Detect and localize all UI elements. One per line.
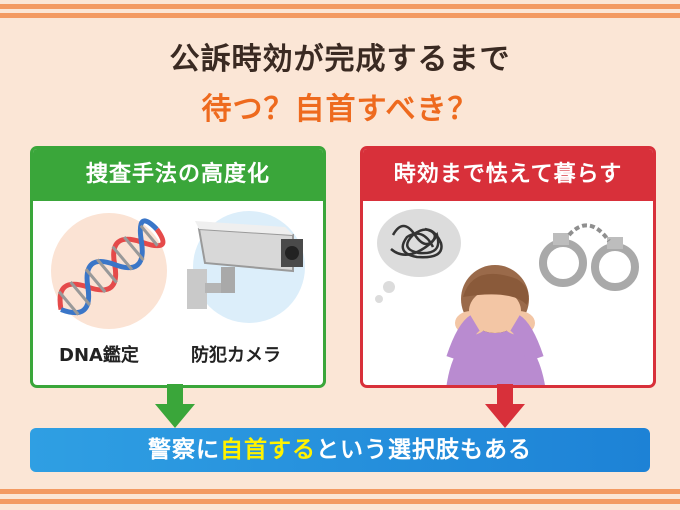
security-camera-icon (187, 211, 305, 323)
tangled-thought-icon (375, 209, 461, 303)
left-panel-title: 捜査手法の高度化 (33, 149, 323, 201)
main-title: 公訴時効が完成するまで (169, 42, 511, 77)
green-down-arrow-icon (155, 384, 195, 428)
sub-title: 待つ？自首すべき？ (201, 92, 479, 127)
handcuffs-icon (539, 223, 639, 291)
banner-prefix: 警察に (148, 437, 220, 463)
left-panel: 捜査手法の高度化 DNA鑑定 (30, 146, 326, 388)
bottom-stripe-2 (0, 499, 680, 504)
worried-person-icon (446, 265, 545, 385)
camera-label: 防犯カメラ (191, 345, 281, 366)
banner-suffix: という選択肢もある (316, 437, 532, 463)
top-stripe (0, 4, 680, 9)
banner-highlight: 自首する (220, 437, 316, 463)
right-panel: 時効まで怯えて暮らす (360, 146, 656, 388)
right-panel-title: 時効まで怯えて暮らす (363, 149, 653, 201)
top-stripe-2 (0, 13, 680, 18)
conclusion-banner: 警察に自首するという選択肢もある (30, 428, 650, 472)
left-panel-body: DNA鑑定 防犯カメラ (33, 201, 323, 385)
bottom-stripe (0, 489, 680, 494)
dna-label: DNA鑑定 (59, 345, 139, 366)
red-down-arrow-icon (485, 384, 525, 428)
dna-icon (51, 213, 167, 329)
right-panel-body (363, 201, 653, 385)
